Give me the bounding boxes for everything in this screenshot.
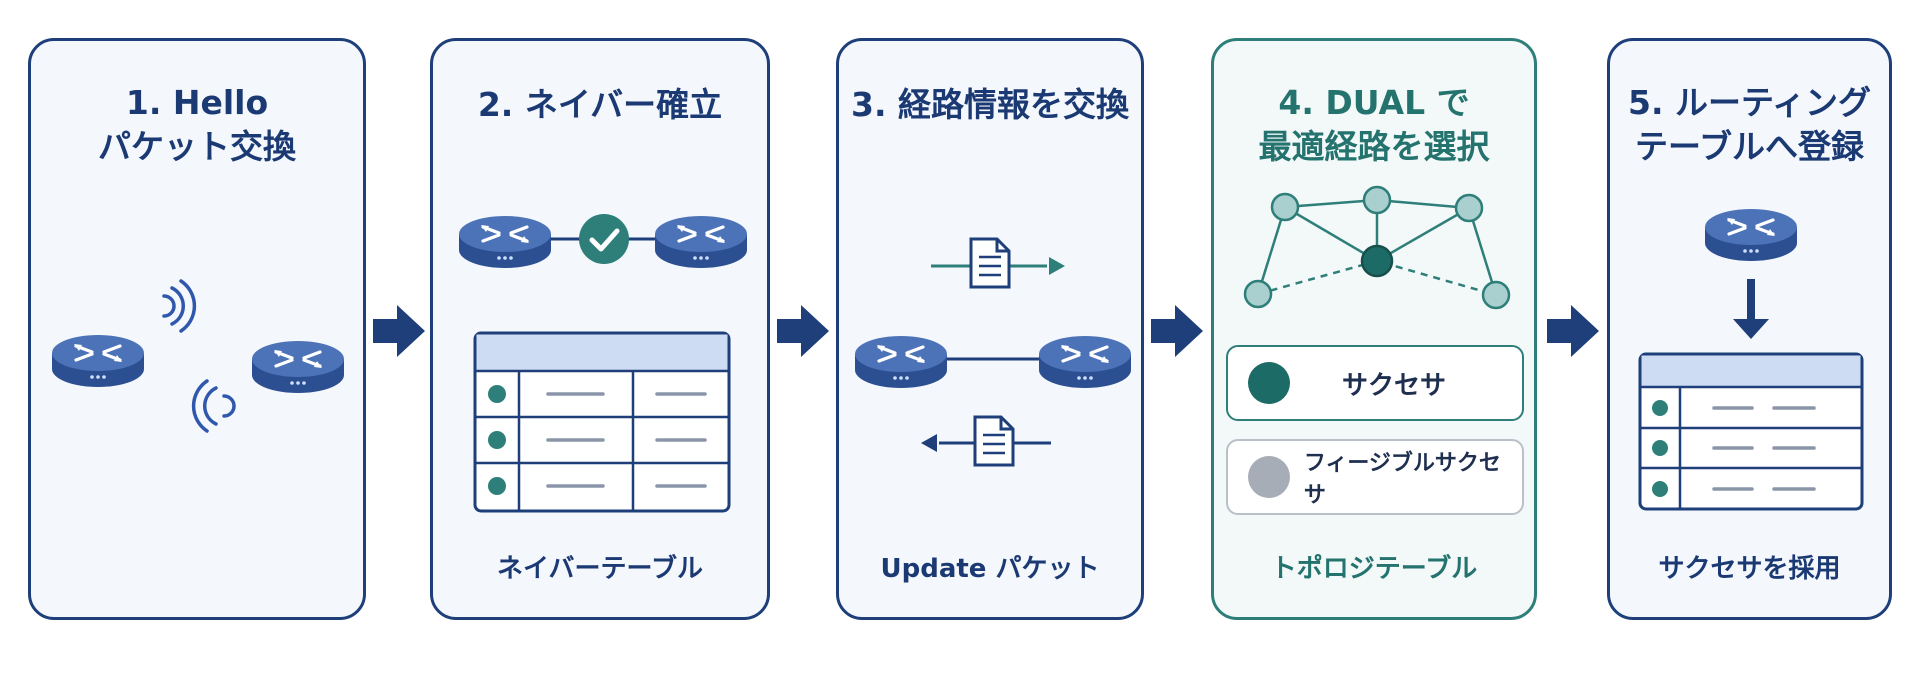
- step-5-panel: 5. ルーティング テーブルへ登録 サクセサを採用: [1607, 38, 1892, 620]
- checkmark-icon: [579, 214, 629, 264]
- successor-option: サクセサ: [1226, 345, 1524, 421]
- routing-table: [1638, 352, 1864, 511]
- document-icon: [931, 237, 1065, 289]
- step-2-title: 2. ネイバー確立: [477, 85, 723, 124]
- feasible-successor-option: フィージブルサクセサ: [1226, 439, 1524, 515]
- right-arrow-icon: [1151, 305, 1203, 357]
- router-icon: [50, 333, 146, 389]
- successor-label: サクセサ: [1342, 370, 1447, 401]
- step-3-panel: 3. 経路情報を交換 Update パケット: [836, 38, 1144, 620]
- router-icon: [457, 214, 553, 270]
- route-exchange-illustration: [853, 237, 1133, 467]
- step-1-title-line1: 1. Hello: [125, 83, 269, 122]
- step-5-title-line1: 5. ルーティング: [1627, 83, 1871, 122]
- right-arrow-icon: [1547, 305, 1599, 357]
- feasible-successor-dot: [1248, 456, 1290, 498]
- hello-exchange-illustration: [50, 279, 346, 433]
- step-5-title-line2: テーブルへ登録: [1634, 127, 1865, 166]
- down-arrow-icon: [1733, 279, 1769, 339]
- step-2-panel: 2. ネイバー確立 ネイバーテーブル: [430, 38, 770, 620]
- topology-table-caption: トポロジテーブル: [1270, 554, 1478, 584]
- step-3-title: 3. 経路情報を交換: [851, 85, 1129, 124]
- step-1-panel: 1. Hello パケット交換: [28, 38, 366, 620]
- router-icon: [653, 214, 749, 270]
- step-1-title-line2: パケット交換: [98, 127, 296, 166]
- wireless-signal-icon: [162, 279, 197, 333]
- right-arrow-icon: [373, 305, 425, 357]
- neighbor-illustration: [457, 214, 749, 513]
- router-icon: [250, 339, 346, 395]
- successor-dot: [1248, 362, 1290, 404]
- neighbor-table: [473, 331, 731, 513]
- step-4-title-line1: 4. DUAL で: [1278, 83, 1470, 122]
- routing-table-illustration: [1638, 207, 1864, 511]
- feasible-successor-label: フィージブルサクセサ: [1303, 451, 1501, 508]
- adopt-successor-caption: サクセサを採用: [1658, 554, 1841, 584]
- router-icon: [853, 334, 949, 390]
- router-icon: [1703, 207, 1799, 263]
- step-4-title-line2: 最適経路を選択: [1258, 127, 1490, 166]
- step-4-panel: 4. DUAL で 最適経路を選択 サクセサ フィージブルサクセサ トポロジテー…: [1211, 38, 1537, 620]
- right-arrow-icon: [777, 305, 829, 357]
- topology-graph-icon: [1243, 185, 1511, 310]
- router-icon: [1037, 334, 1133, 390]
- wireless-signal-icon: [191, 379, 236, 433]
- neighbor-table-caption: ネイバーテーブル: [497, 554, 703, 584]
- update-packet-caption: Update パケット: [880, 554, 1100, 584]
- document-icon: [921, 415, 1051, 467]
